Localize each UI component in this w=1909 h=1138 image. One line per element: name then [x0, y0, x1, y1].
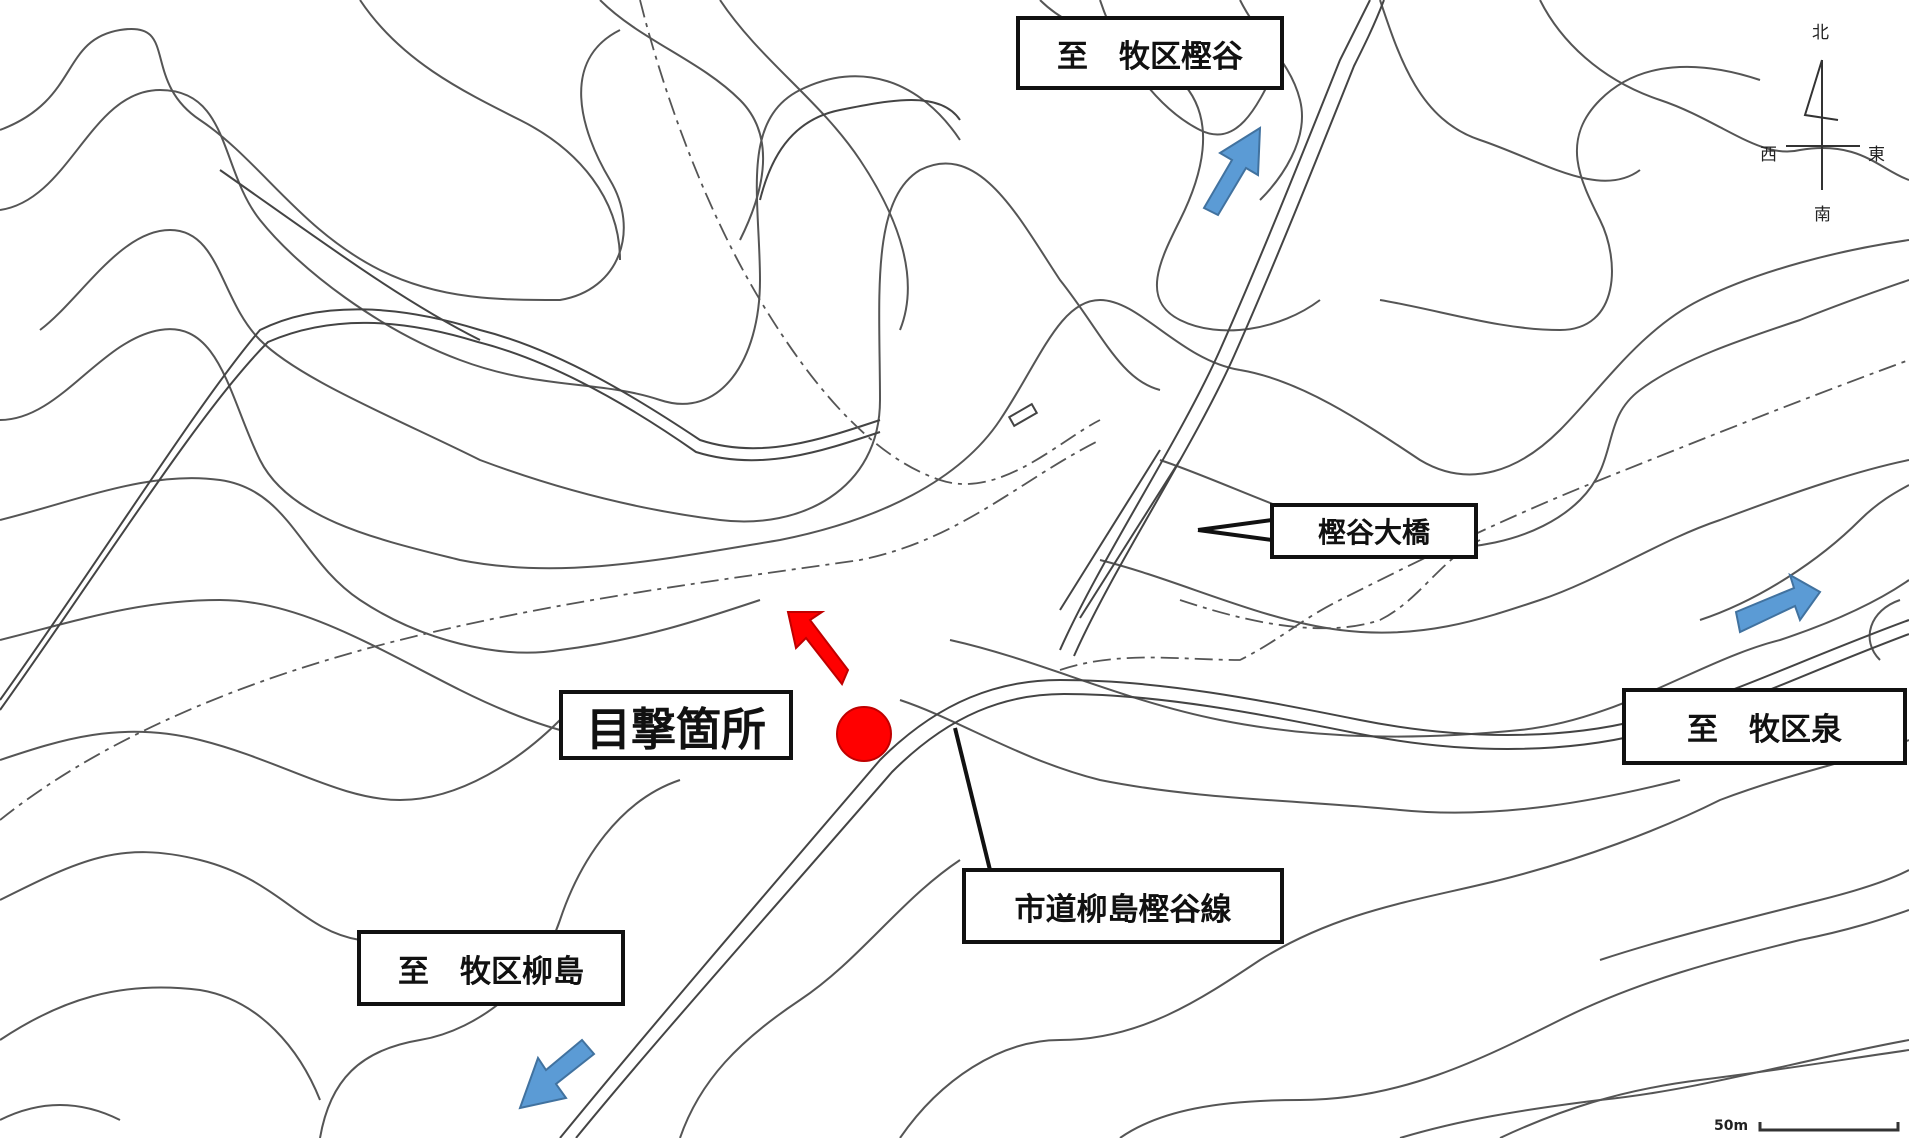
boundary-lines	[0, 0, 1909, 821]
label-kashidani-bridge: 樫谷大橋	[1270, 503, 1478, 559]
bridge-leader-line	[1197, 528, 1273, 542]
compass-west-label: 西	[1760, 145, 1777, 165]
bridge-leader-line-2	[1197, 518, 1273, 532]
arrow-sighting-direction	[786, 611, 850, 686]
arrow-to-kashidani	[1202, 126, 1262, 217]
label-sighting-location: 目撃箇所	[559, 690, 793, 760]
label-city-road: 市道柳島樫谷線	[962, 868, 1284, 944]
compass-rose	[1786, 59, 1860, 190]
scale-bar	[1758, 1122, 1900, 1132]
arrow-to-yanagishima	[518, 1038, 596, 1110]
label-to-izumi: 至 牧区泉	[1622, 688, 1907, 765]
compass-east-label: 東	[1868, 145, 1885, 165]
compass-south-label: 南	[1814, 205, 1831, 225]
road-leader-line	[953, 727, 992, 871]
label-to-yanagishima: 至 牧区柳島	[357, 930, 625, 1006]
arrow-to-izumi	[1734, 572, 1822, 634]
bridge-lines	[1007, 402, 1181, 619]
label-to-kashidani: 至 牧区樫谷	[1016, 16, 1284, 90]
scale-label: 50m	[1714, 1118, 1749, 1134]
compass-north-label: 北	[1812, 23, 1829, 43]
sighting-marker	[836, 706, 892, 762]
